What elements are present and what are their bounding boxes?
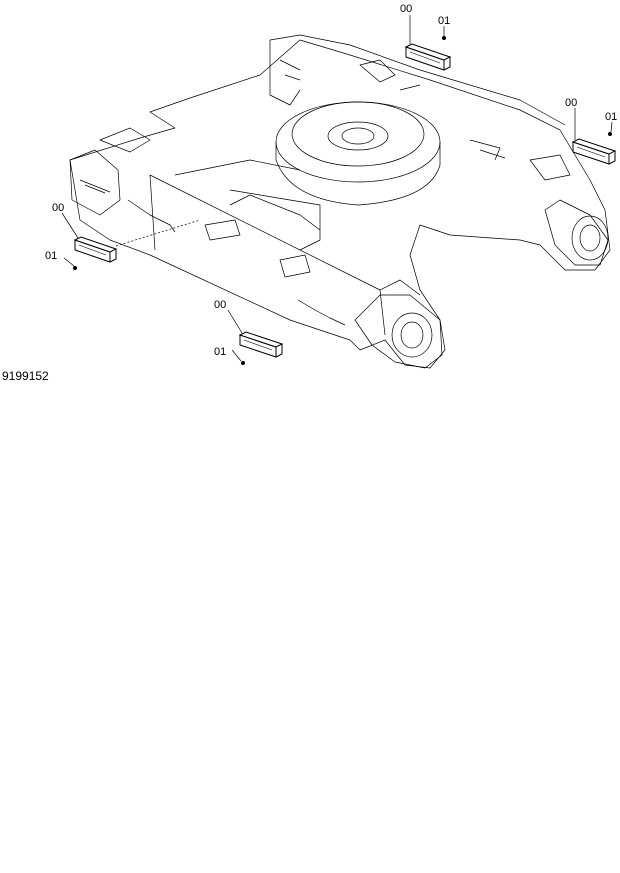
callout-part-top: 00 (400, 3, 412, 15)
callout-part-right: 00 (565, 97, 577, 109)
callout-fastener-bottom: 01 (214, 346, 226, 358)
undercarriage-frame-drawing (69, 34, 611, 369)
bolt-icon (73, 266, 77, 270)
bolt-icon (442, 36, 446, 40)
callout-fastener-right: 01 (605, 111, 617, 123)
track-guard-pad-top (404, 43, 452, 71)
callout-fastener-left: 01 (45, 250, 57, 262)
track-guard-pad-bottom (238, 331, 284, 358)
bolt-icon (241, 361, 245, 365)
track-guard-pad-right (571, 138, 617, 165)
callout-fastener-top: 01 (438, 15, 450, 27)
leader-lines (61, 15, 613, 362)
track-guard-pad-left (73, 236, 118, 263)
callout-part-left: 00 (52, 202, 64, 214)
callout-part-bottom: 00 (214, 299, 226, 311)
bolt-icon (608, 132, 612, 136)
figure-number: 9199152 (2, 369, 49, 383)
